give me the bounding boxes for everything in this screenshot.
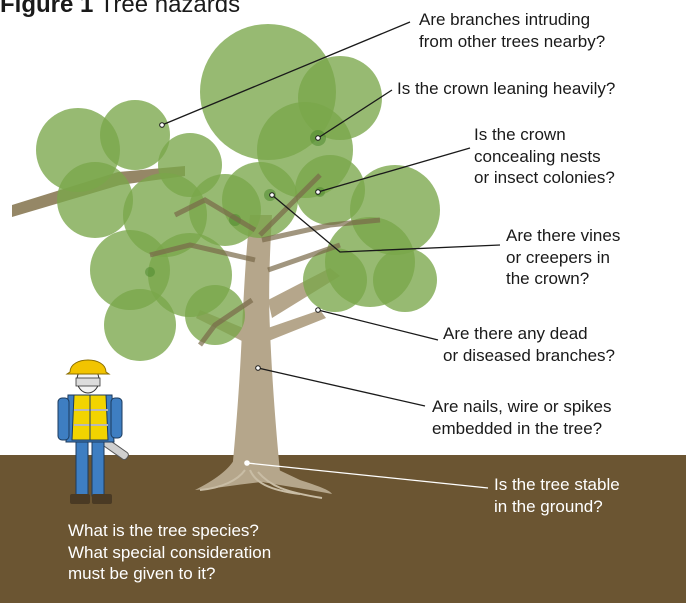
figure-caption: Tree hazards	[100, 0, 241, 18]
callout-tree-species: What is the tree species? What special c…	[68, 520, 271, 585]
callout-crown-leaning: Is the crown leaning heavily?	[397, 78, 615, 100]
figure-number: Figure 1	[0, 0, 93, 18]
figure-title: Figure 1 Tree hazards	[0, 0, 240, 19]
callout-dead-branches: Are there any dead or diseased branches?	[443, 323, 615, 366]
callout-nails-wire: Are nails, wire or spikes embedded in th…	[432, 396, 612, 439]
callout-tree-stable: Is the tree stable in the ground?	[494, 474, 620, 517]
callout-crown-concealing: Is the crown concealing nests or insect …	[474, 124, 615, 189]
callout-branches-intruding: Are branches intruding from other trees …	[419, 9, 605, 52]
callout-vines-creepers: Are there vines or creepers in the crown…	[506, 225, 620, 290]
hard-hat-icon	[67, 360, 109, 374]
